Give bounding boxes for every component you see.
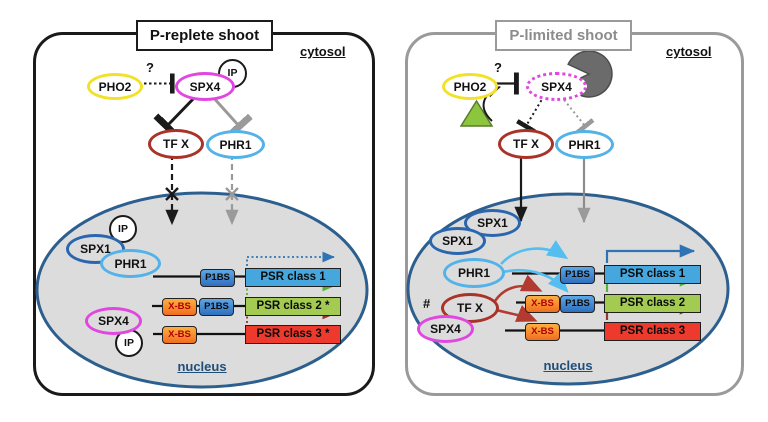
phr1-to-p1bs2-arrow	[502, 268, 569, 293]
spx4-tfx-inhibition-left	[167, 94, 198, 126]
spx4-tfx-dotted-inhibition-right	[526, 95, 545, 126]
nucleus-label-right: nucleus	[543, 358, 593, 373]
cytosol-label-left: cytosol	[300, 44, 346, 59]
spx4-oval-cytosol-right: SPX4	[526, 72, 587, 101]
xbs-site-row3-left: X-BS	[162, 326, 197, 344]
p1bs-site-row2-right: P1BS	[560, 295, 595, 313]
question-mark-left: ?	[146, 60, 154, 75]
xbs-site-row3-right: X-BS	[525, 323, 560, 341]
spx1-oval-nucleus-left: SPX1	[66, 234, 125, 264]
phr1-oval-nucleus-left: PHR1	[100, 249, 161, 278]
phr1-oval-cytosol-left: PHR1	[206, 130, 265, 159]
panel-title-left: P-replete shoot	[136, 20, 273, 51]
nucleus-right	[406, 192, 730, 386]
nucleus-label-left: nucleus	[177, 359, 227, 374]
psr-class2-gene-left: PSR class 2 *	[245, 297, 341, 316]
spx4-oval-cytosol-left: SPX4	[175, 72, 235, 101]
psr-class1-gene-right: PSR class 1	[604, 265, 701, 284]
question-mark-right: ?	[494, 60, 502, 75]
hash-mark: #	[423, 296, 431, 311]
transcription-arrow-psr1-right	[605, 244, 696, 263]
spx4-phr1-dotted-inhibition-right	[560, 95, 585, 126]
cytosol-label-right: cytosol	[666, 44, 712, 59]
inducer-triangle-icon	[459, 99, 494, 127]
p1bs-site-row1-right: P1BS	[560, 266, 595, 284]
psr-class3-gene-left: PSR class 3 *	[245, 325, 341, 344]
pho2-oval-left: PHO2	[87, 73, 143, 100]
spx4-oval-nucleus-right: SPX4	[417, 315, 474, 343]
psr-class1-gene-left: PSR class 1	[245, 268, 341, 287]
phr1-oval-nucleus-right: PHR1	[443, 258, 505, 288]
spx1-oval-b-nucleus-right: SPX1	[429, 227, 486, 255]
pho2-oval-right: PHO2	[442, 73, 498, 100]
panel-title-right: P-limited shoot	[495, 20, 632, 51]
tfx-oval-cytosol-right: TF X	[498, 129, 554, 159]
p1bs-site-row1-left: P1BS	[200, 269, 235, 287]
phr1-to-p1bs1-arrow	[500, 240, 569, 265]
blocked-x-icon	[165, 187, 179, 201]
phr1-oval-cytosol-right: PHR1	[555, 130, 614, 159]
psr-class3-gene-right: PSR class 3	[604, 322, 701, 341]
spx4-phr1-inhibition-left	[210, 94, 239, 126]
spx4-oval-nucleus-left: SPX4	[85, 307, 142, 335]
tfx-oval-cytosol-left: TF X	[148, 129, 204, 159]
tfx-to-xbs2-arrow	[493, 274, 543, 302]
psr-class2-gene-right: PSR class 2	[604, 294, 701, 313]
p1bs-site-row2-left: P1BS	[199, 298, 234, 316]
blocked-x-gray-icon	[225, 187, 239, 201]
transcription-dotted-arrow-psr1-left	[246, 251, 335, 266]
xbs-site-row2-right: X-BS	[525, 295, 560, 313]
nucleus-left	[35, 191, 369, 389]
ip-badge-nucleus-top-left: IP	[109, 215, 137, 243]
xbs-site-row2-left: X-BS	[162, 298, 197, 316]
